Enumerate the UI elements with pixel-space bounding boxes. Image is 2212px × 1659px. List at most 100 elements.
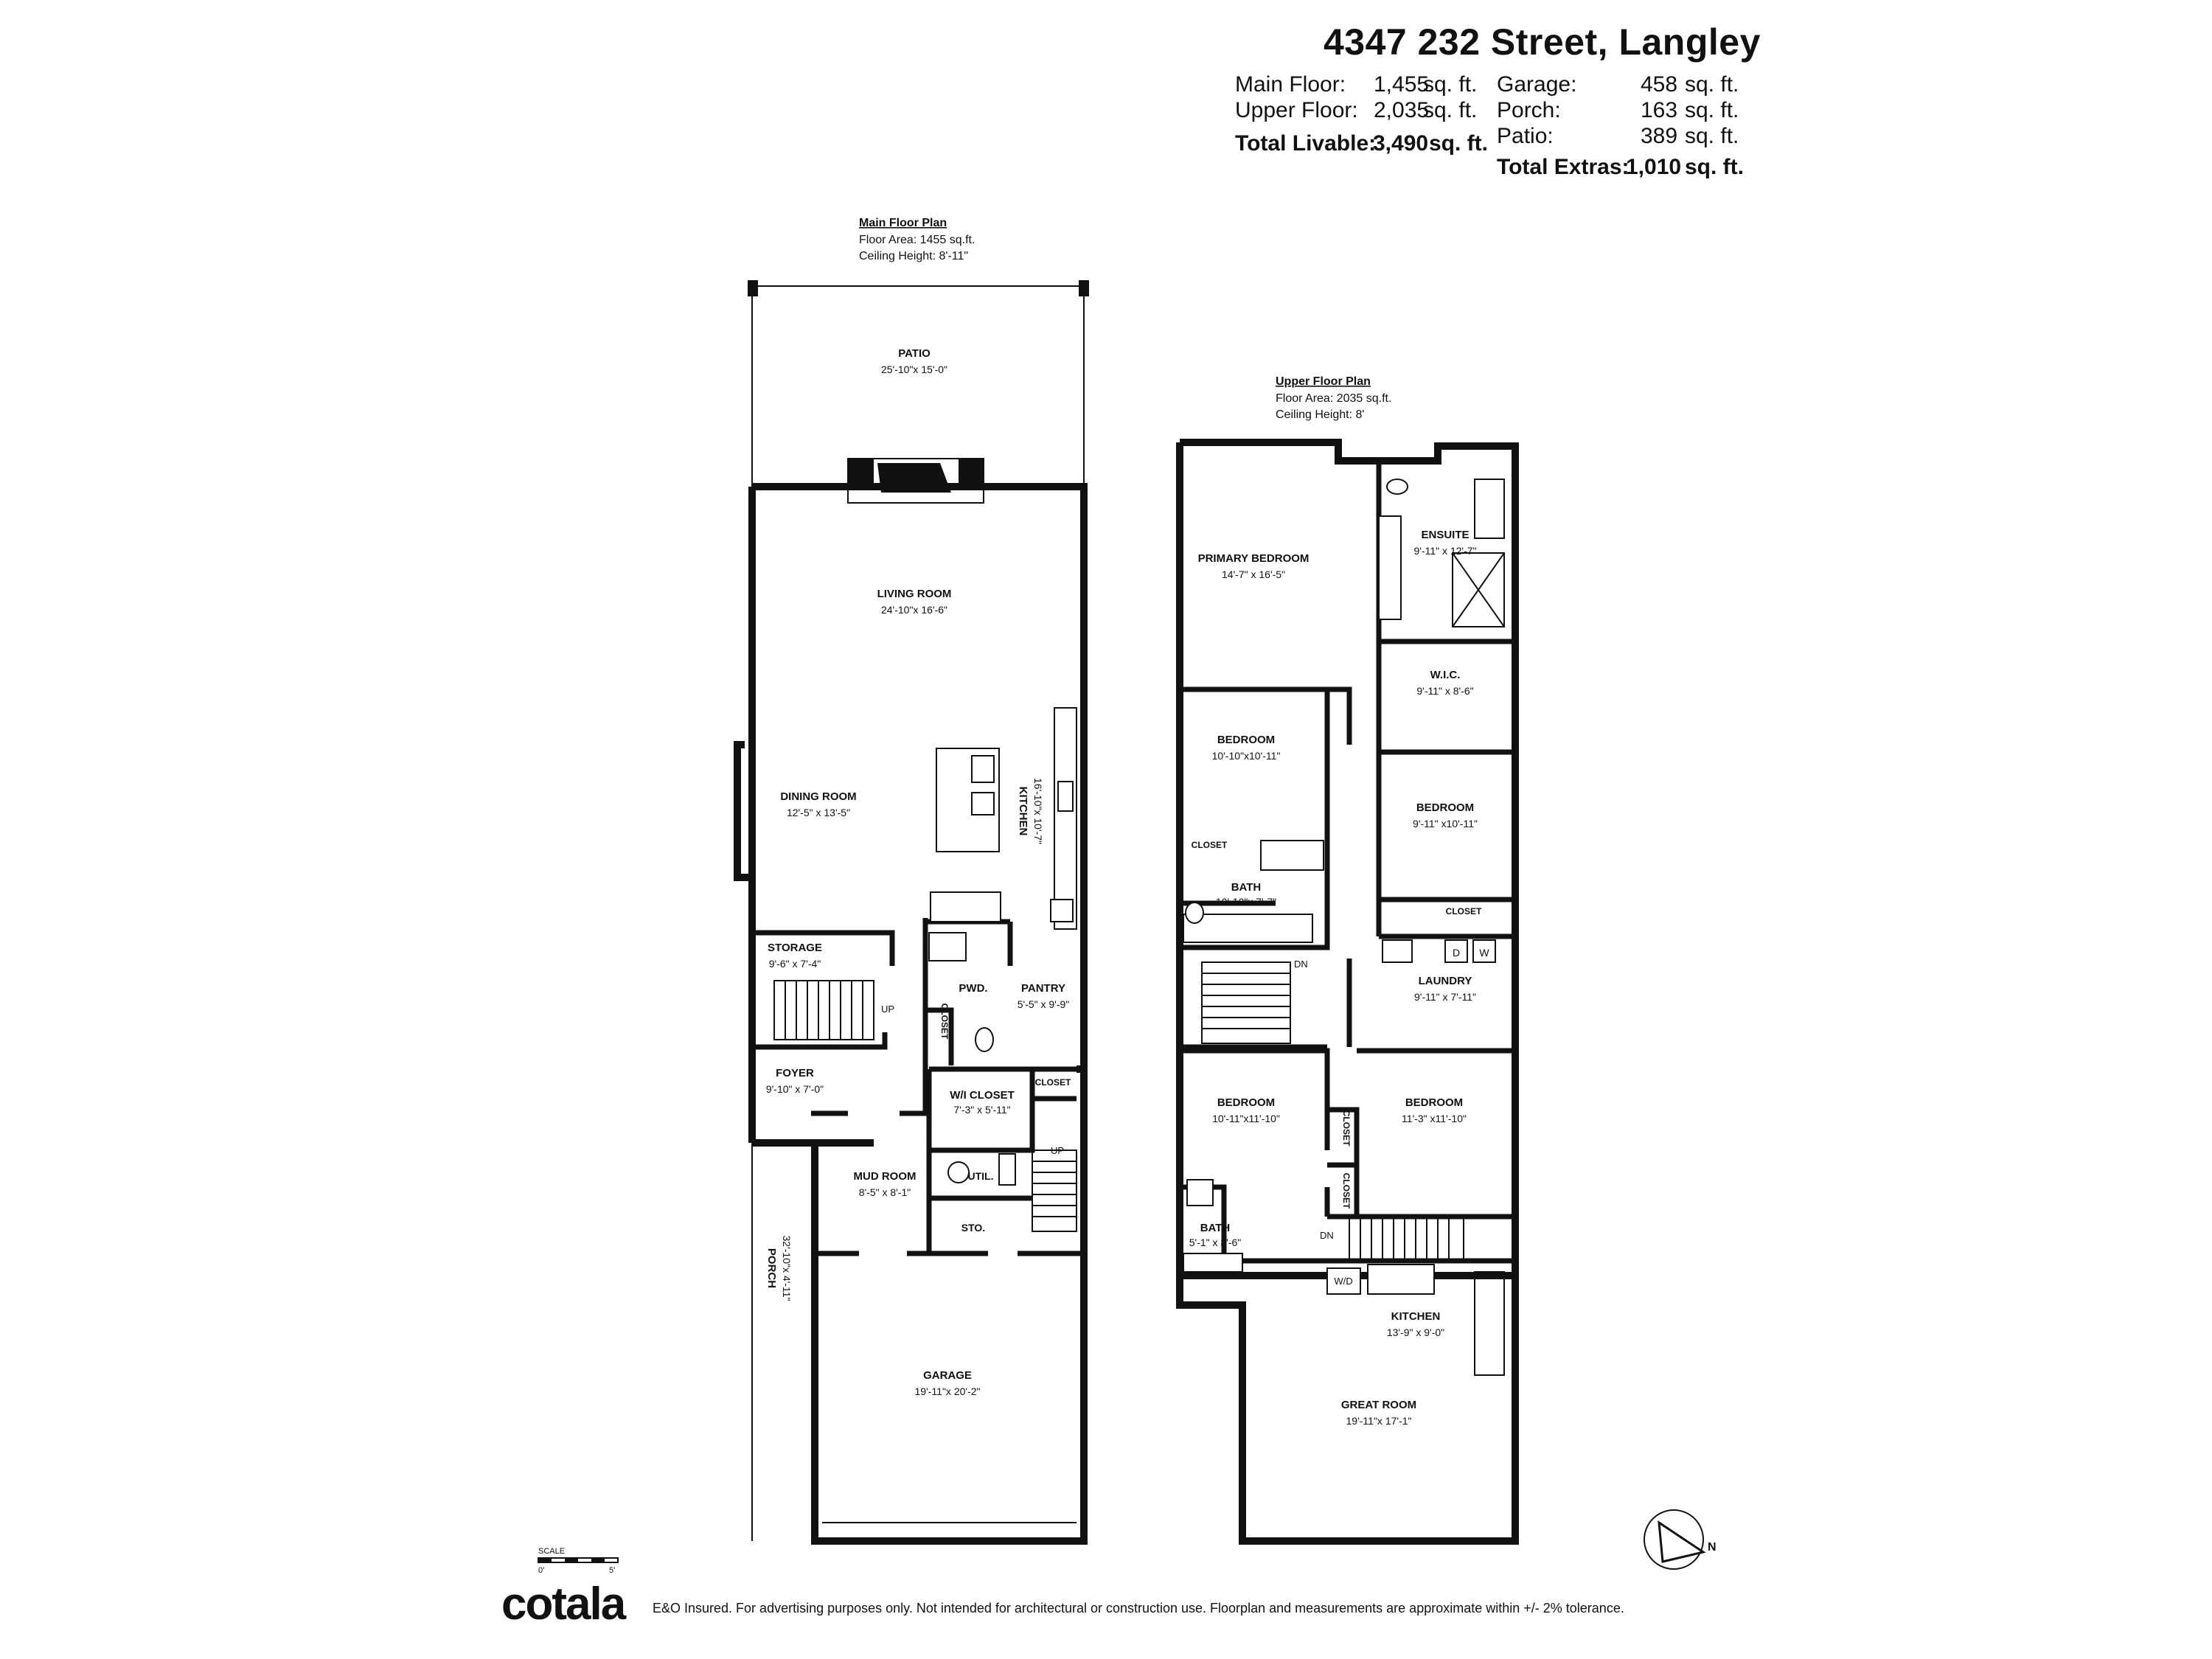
sto-label: STO. bbox=[961, 1222, 985, 1234]
storage-label: STORAGE bbox=[768, 942, 822, 954]
washer-label: W bbox=[1479, 947, 1489, 959]
mudroom-wall bbox=[811, 1139, 874, 1253]
dining-bay bbox=[734, 741, 752, 881]
property-address-title: 4347 232 Street, Langley bbox=[1324, 21, 1761, 63]
wall-oven-icon bbox=[930, 891, 1001, 922]
main-floor-area: Floor Area: 1455 sq.ft. bbox=[859, 234, 975, 246]
upper-outer-wall-top bbox=[1176, 439, 1519, 1279]
patio-extra-unit: sq. ft. bbox=[1685, 124, 1739, 148]
upper-floor-ceiling: Ceiling Height: 8' bbox=[1276, 408, 1364, 421]
garage-label: GARAGE bbox=[923, 1369, 972, 1382]
patio-label: PATIO bbox=[898, 347, 931, 360]
fireplace-label: FP bbox=[907, 472, 921, 484]
pantry-dim: 5'-5" x 9'-9" bbox=[1018, 998, 1070, 1010]
garage-extra-value: 458 bbox=[1641, 72, 1678, 97]
dryer-icon bbox=[1444, 939, 1468, 963]
kitchen-counter bbox=[1054, 707, 1077, 930]
upper-stairs-lower bbox=[1349, 1216, 1464, 1262]
patio-extra-label: Patio: bbox=[1497, 124, 1554, 148]
living-room-dim: 24'-10"x 16'-6" bbox=[881, 604, 947, 616]
patio-extra-value: 389 bbox=[1641, 124, 1678, 148]
laundry-label: LAUNDRY bbox=[1419, 975, 1472, 987]
main-stairs-garage bbox=[1032, 1150, 1077, 1232]
great-room-dim: 19'-11"x 17'-1" bbox=[1346, 1415, 1412, 1427]
pwd-label: PWD. bbox=[959, 982, 987, 995]
bedroom4-label: BEDROOM bbox=[1405, 1096, 1463, 1109]
bath2-tub-icon bbox=[1183, 1253, 1243, 1273]
upper-floor-title: Upper Floor Plan bbox=[1276, 375, 1371, 388]
cooktop-icon bbox=[971, 755, 995, 783]
upper-kitchen-dim: 13'-9" x 9'-0" bbox=[1387, 1326, 1444, 1338]
upper-floor-plan: Upper Floor Plan Floor Area: 2035 sq.ft.… bbox=[1176, 375, 1519, 1545]
upper-outer-wall-bottom bbox=[1176, 1261, 1519, 1545]
storage-wall-bottom bbox=[752, 1032, 888, 1050]
ensuite-vanity-icon bbox=[1378, 515, 1402, 620]
total-extras-label: Total Extras: bbox=[1497, 155, 1630, 179]
main-floor-label: Main Floor: bbox=[1235, 72, 1346, 97]
primary-bedroom-dim: 14'-7" x 16'-5" bbox=[1222, 568, 1285, 580]
disclaimer-text: E&O Insured. For advertising purposes on… bbox=[653, 1601, 1624, 1615]
upper-stairs-center bbox=[1201, 961, 1291, 1044]
wic-label: W.I.C. bbox=[1430, 669, 1461, 681]
ensuite-tub-icon bbox=[1474, 479, 1505, 539]
main-floor-title: Main Floor Plan bbox=[859, 217, 947, 229]
wd-label: W/D bbox=[1334, 1276, 1352, 1287]
closet-label-pwd: CLOSET bbox=[939, 1004, 950, 1040]
total-extras-unit: sq. ft. bbox=[1685, 155, 1744, 179]
closet-label-bed2: CLOSET bbox=[1446, 906, 1482, 917]
closet-label-garage: CLOSET bbox=[1035, 1077, 1071, 1088]
pwd-toilet-icon bbox=[975, 1027, 994, 1052]
closet-label-bed1: CLOSET bbox=[1192, 840, 1228, 850]
fridge-icon bbox=[1050, 899, 1074, 922]
bath1-toilet-icon bbox=[1185, 902, 1204, 924]
patio-outline bbox=[751, 286, 1085, 487]
laundry-sink-icon bbox=[1382, 939, 1413, 963]
wic-dim: 9'-11" x 8'-6" bbox=[1416, 685, 1473, 697]
up-label-garage: UP bbox=[1051, 1145, 1064, 1156]
cotala-logo: cotala bbox=[501, 1579, 626, 1630]
wi-closet-dim: 7'-3" x 5'-11" bbox=[953, 1104, 1010, 1116]
garage-dim: 19'-11"x 20'-2" bbox=[915, 1385, 981, 1397]
total-livable-label: Total Livable: bbox=[1235, 131, 1377, 156]
upper-floor-unit: sq. ft. bbox=[1423, 98, 1478, 122]
compass-icon: N bbox=[1644, 1509, 1717, 1570]
patio-dim: 25'-10"x 15'-0" bbox=[881, 364, 947, 375]
bedroom3-dim: 10'-11"x11'-10" bbox=[1212, 1113, 1280, 1124]
total-extras-value: 1,010 bbox=[1626, 155, 1682, 179]
main-outer-wall-lower bbox=[752, 1069, 1088, 1545]
scale-zero: 0' bbox=[538, 1566, 544, 1575]
closet1-wall bbox=[925, 1007, 954, 1065]
main-floor-ceiling: Ceiling Height: 8'-11" bbox=[859, 250, 968, 262]
dn-label-upper: DN bbox=[1294, 959, 1308, 970]
util-tank-icon bbox=[998, 1153, 1016, 1186]
util-label: UTIL. bbox=[968, 1170, 994, 1182]
great-room-label: GREAT ROOM bbox=[1341, 1399, 1416, 1411]
mud-room-dim: 8'-5" x 8'-1" bbox=[859, 1186, 911, 1198]
porch-extra-label: Porch: bbox=[1497, 98, 1561, 122]
upper-floor-area: Floor Area: 2035 sq.ft. bbox=[1276, 392, 1391, 405]
main-floor-value: 1,455 bbox=[1374, 72, 1430, 97]
bath2-dim: 5'-1" x 8'-6" bbox=[1189, 1237, 1242, 1248]
bath1-dim: 10'-10"x 7'-7" bbox=[1216, 896, 1276, 908]
foyer-dim: 9'-10" x 7'-0" bbox=[766, 1083, 824, 1095]
up-label-foyer: UP bbox=[881, 1004, 894, 1015]
garage-extra-unit: sq. ft. bbox=[1685, 72, 1739, 97]
dining-room-label: DINING ROOM bbox=[780, 790, 856, 803]
upper-floor-value: 2,035 bbox=[1374, 98, 1430, 122]
scale-five: 5' bbox=[609, 1566, 615, 1575]
range-icon bbox=[1057, 781, 1074, 812]
bath1-tub-icon bbox=[1260, 840, 1324, 871]
main-stairs-storage bbox=[773, 980, 874, 1040]
bedroom2-label: BEDROOM bbox=[1416, 801, 1474, 814]
primary-bedroom-label: PRIMARY BEDROOM bbox=[1198, 552, 1310, 565]
dining-room-dim: 12'-5" x 13'-5" bbox=[787, 807, 850, 818]
upper-kitchen-label: KITCHEN bbox=[1391, 1310, 1441, 1323]
garage-extra-label: Garage: bbox=[1497, 72, 1577, 97]
bath1-vanity-icon bbox=[1183, 914, 1313, 943]
foyer-wall bbox=[811, 1069, 928, 1116]
util-meter-icon bbox=[947, 1161, 970, 1183]
bedroom4-dim: 11'-3" x11'-10" bbox=[1402, 1113, 1467, 1124]
bedroom4-walls bbox=[1327, 1048, 1515, 1220]
total-livable-unit: sq. ft. bbox=[1429, 131, 1488, 156]
